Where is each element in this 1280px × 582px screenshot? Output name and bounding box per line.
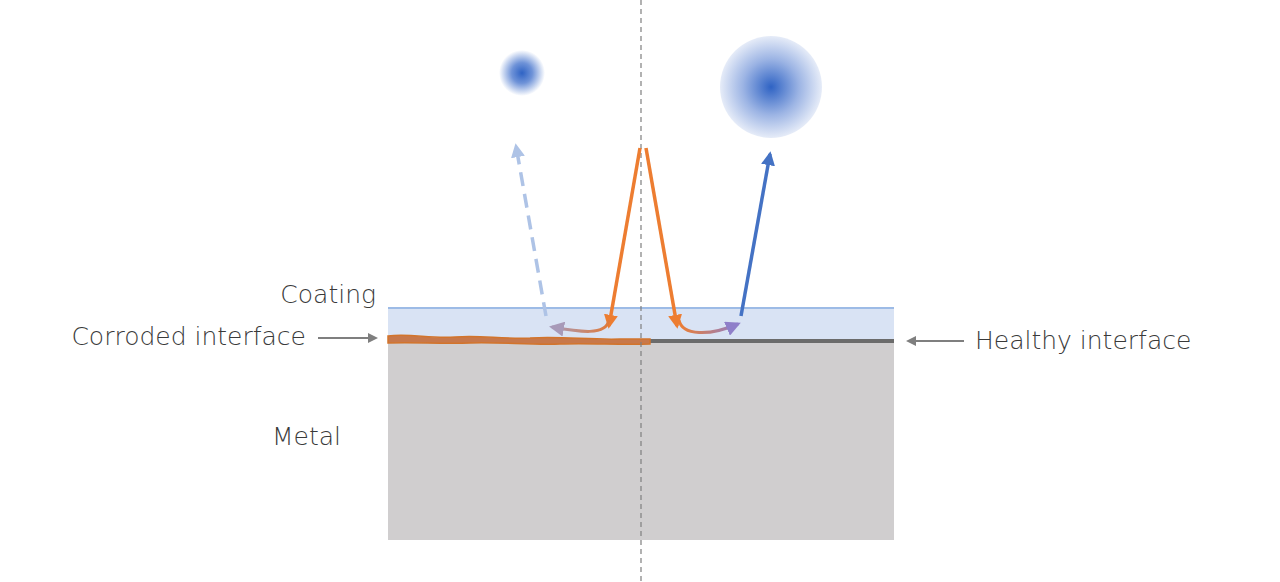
- conversion-curve: [679, 320, 738, 333]
- interface-label: Healthy interface: [975, 326, 1191, 356]
- corrosion-layer: [388, 335, 650, 344]
- layer-label: Coating: [280, 280, 376, 310]
- weak-glow: [499, 50, 545, 96]
- leader-arrow: [908, 340, 964, 342]
- strong-emission-ray: [741, 154, 770, 316]
- incident-ray: [609, 148, 640, 326]
- weak-emission-ray: [516, 146, 546, 316]
- interface-label: Corroded interface: [71, 322, 306, 352]
- healthy-interface-line: [615, 339, 894, 343]
- incident-ray: [646, 148, 677, 326]
- strong-glow: [720, 36, 822, 138]
- conversion-curve: [552, 320, 609, 331]
- symmetry-axis: [640, 0, 641, 582]
- leader-arrow: [318, 337, 376, 339]
- layer-label: Metal: [272, 422, 341, 452]
